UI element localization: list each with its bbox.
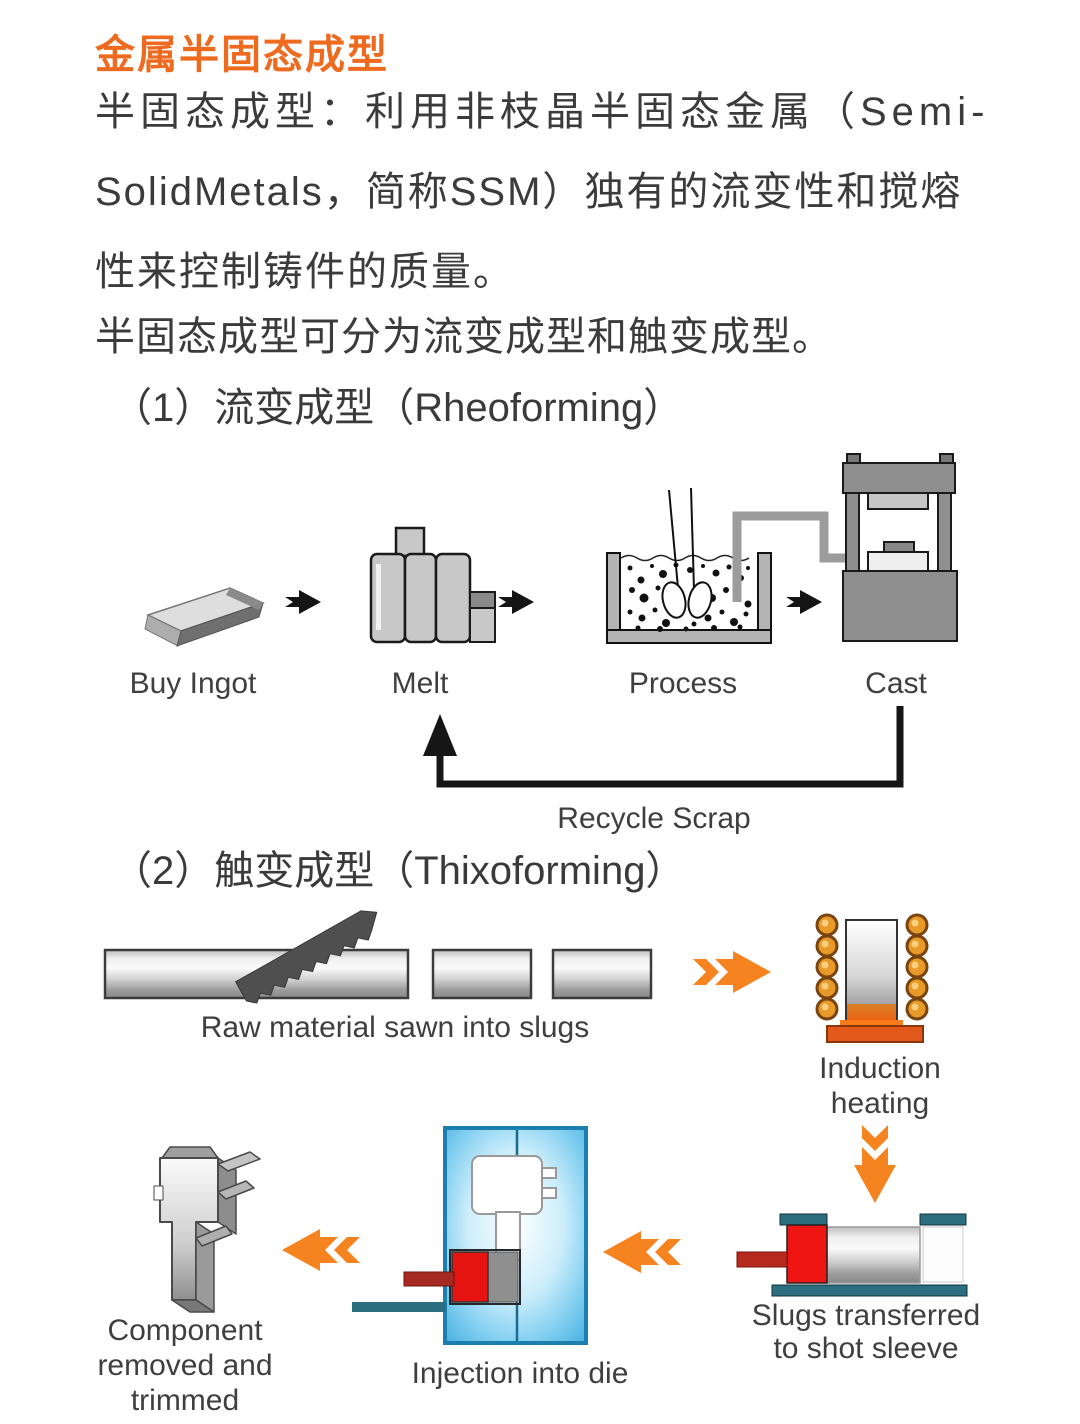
slug-illustration [431, 948, 533, 1000]
step-label-cast: Cast [865, 667, 927, 700]
flow-arrow-orange-icon [282, 1229, 360, 1271]
rheoforming-heading: （1）流变成型（Rheoforming） [112, 386, 684, 430]
flow-arrow-orange-icon [603, 1231, 681, 1273]
component-label-line1: Component [107, 1314, 263, 1347]
induction-heater-illustration [815, 913, 929, 1043]
body-text-line-3: 性来控制铸件的质量。 [95, 250, 515, 294]
component-illustration [153, 1146, 261, 1313]
rheoforming-diagram: Buy Ingot Melt Process Cast Recycle Scra… [130, 453, 958, 835]
flow-arrow-orange-icon [854, 1125, 896, 1203]
step-label-process: Process [629, 667, 737, 700]
flow-arrow-icon [285, 590, 321, 614]
flow-arrow-icon [498, 590, 534, 614]
induction-label-line2: heating [831, 1087, 929, 1120]
buy-ingot-illustration [144, 587, 266, 647]
page-title: 金属半固态成型 [95, 33, 389, 77]
injection-label: Injection into die [412, 1357, 629, 1390]
flow-arrow-orange-icon [693, 951, 771, 993]
recycle-loop-arrow [423, 706, 904, 788]
cast-press-illustration [842, 453, 958, 642]
body-text-line-4: 半固态成型可分为流变成型和触变成型。 [95, 315, 833, 359]
component-label-line3: trimmed [131, 1384, 239, 1417]
recycle-scrap-label: Recycle Scrap [557, 802, 750, 835]
body-text-line-1: 半固态成型：利用非枝晶半固态金属（Semi- [95, 90, 990, 134]
step-label-buy-ingot: Buy Ingot [130, 667, 257, 700]
melt-furnace-illustration [369, 526, 496, 644]
shot-sleeve-illustration [736, 1213, 968, 1297]
thixoforming-heading: （2）触变成型（Thixoforming） [112, 849, 686, 893]
step-label-melt: Melt [392, 667, 449, 700]
component-label-line2: removed and [97, 1349, 272, 1382]
induction-label-line1: Induction [819, 1052, 941, 1085]
saw-blade-illustration [234, 910, 378, 1004]
thixoforming-diagram: Raw material sawn into slugs Induction h… [97, 910, 980, 1417]
saw-label: Raw material sawn into slugs [201, 1011, 590, 1044]
flow-arrow-icon [786, 590, 822, 614]
body-text-line-2: SolidMetals，简称SSM）独有的流变性和搅熔 [95, 170, 963, 214]
transfer-pipe [732, 511, 850, 602]
sleeve-label-line1: Slugs transferred [752, 1299, 980, 1332]
slug-illustration [551, 948, 653, 1000]
die-illustration [352, 1126, 588, 1345]
sleeve-label-line2: to shot sleeve [773, 1332, 958, 1365]
process-tank-illustration [606, 487, 850, 644]
